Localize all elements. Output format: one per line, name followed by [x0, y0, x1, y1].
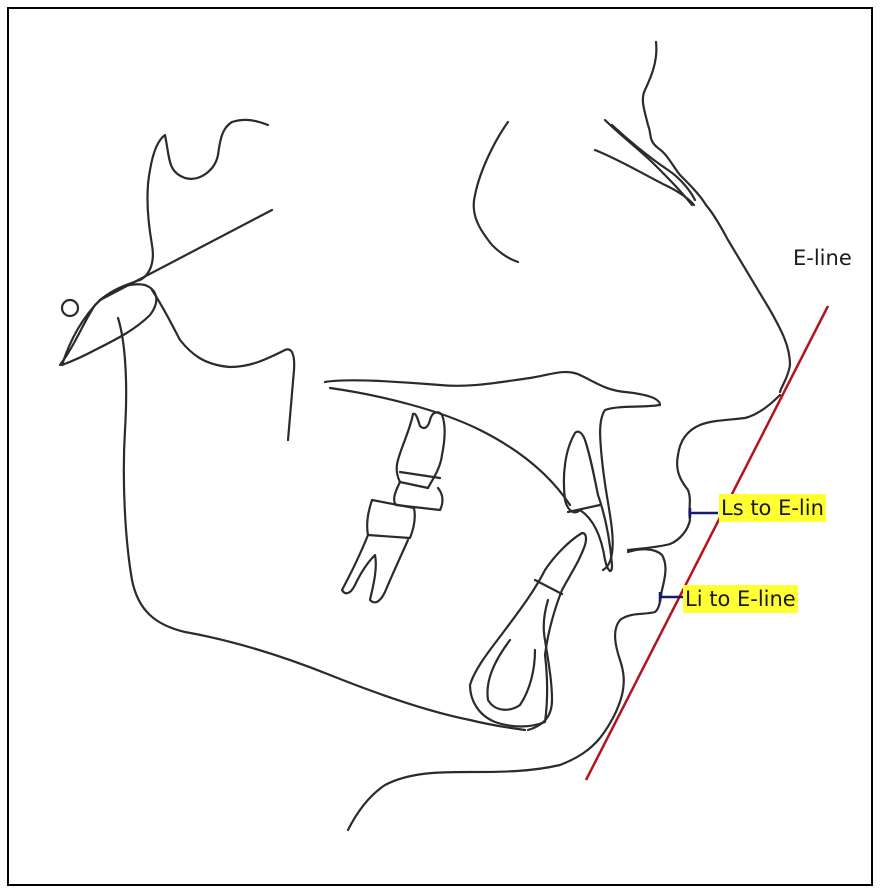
nasal-contour	[643, 42, 790, 392]
frankfort-line	[100, 210, 272, 300]
diagram-border	[8, 8, 872, 885]
sella-outline	[60, 120, 268, 365]
li-to-e-line-label: Li to E-line	[683, 585, 798, 613]
ls-to-e-line-label: Ls to E-lin	[719, 494, 826, 522]
e-line-label: E-line	[793, 244, 852, 272]
upper-lip-profile	[628, 395, 780, 550]
upper-incisor-cej	[568, 505, 600, 512]
ls-measurement-marker	[690, 508, 718, 518]
lower-molar	[367, 500, 415, 538]
lower-incisor-root	[487, 640, 535, 710]
porion-circle	[62, 300, 78, 316]
lower-incisor-cej	[535, 580, 562, 594]
lower-molar-roots	[342, 535, 408, 602]
maxilla-base	[330, 388, 570, 505]
li-measurement-marker	[660, 592, 683, 602]
orbit-curve	[474, 122, 518, 262]
symphysis-curve	[528, 600, 552, 730]
mandible-outline	[118, 318, 525, 730]
upper-incisor	[564, 432, 612, 571]
cranial-base	[152, 290, 294, 440]
e-line	[586, 306, 828, 780]
